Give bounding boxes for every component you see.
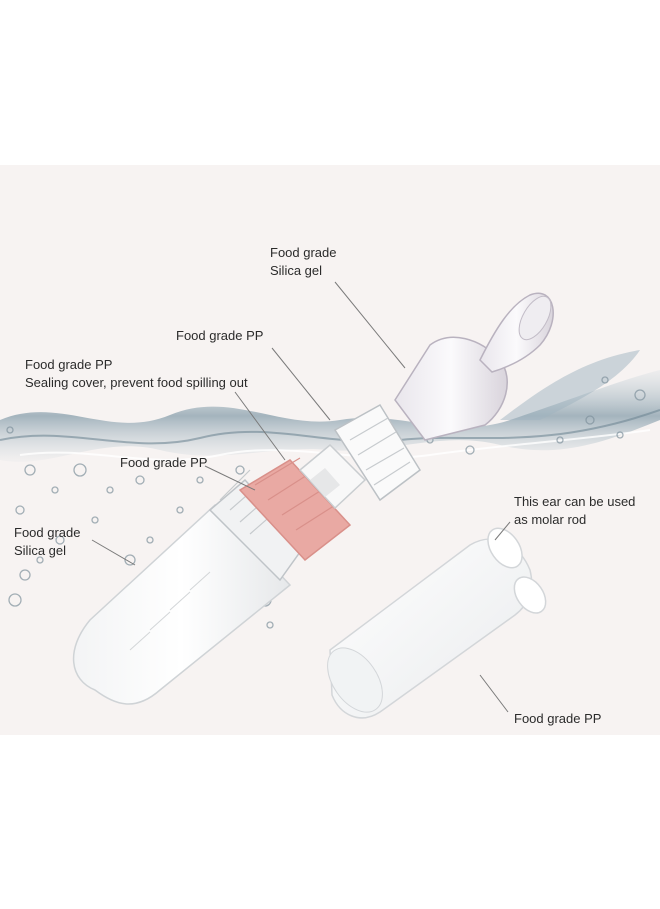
leader-cap	[479, 674, 509, 713]
leader-spoon	[334, 281, 406, 369]
leader-lines	[91, 281, 511, 713]
label-valve-line1: Food grade PP	[176, 328, 264, 343]
label-sealing-line2: Sealing cover, prevent food spilling out	[25, 375, 248, 390]
pink-collar	[238, 457, 352, 562]
leader-collar	[204, 465, 256, 491]
label-cap-line1: Food grade PP	[514, 711, 602, 726]
label-bottle-material: Food grade Silica gel	[14, 524, 81, 560]
label-ear-line1: This ear can be used	[514, 494, 636, 509]
label-ear-line2: as molar rod	[514, 512, 587, 527]
label-ear-note: This ear can be used as molar rod	[514, 493, 635, 529]
label-spoon-line1: Food grade	[270, 245, 337, 260]
leader-sealing	[234, 391, 286, 461]
label-sealing-cover: Food grade PP Sealing cover, prevent foo…	[25, 356, 248, 392]
label-bottle-line1: Food grade	[14, 525, 81, 540]
silicone-spoon	[394, 292, 554, 441]
silicone-bottle	[73, 469, 306, 705]
sealing-cover	[298, 443, 367, 510]
label-spoon-line2: Silica gel	[270, 263, 323, 278]
label-spoon-material: Food grade Silica gel	[270, 244, 337, 280]
outer-cap	[327, 527, 547, 719]
leader-ear	[494, 521, 511, 541]
leader-bottle	[91, 539, 136, 566]
label-cap-material: Food grade PP	[514, 710, 601, 728]
leader-valve	[271, 347, 331, 421]
label-sealing-line1: Food grade PP	[25, 357, 113, 372]
pp-valve	[333, 403, 421, 502]
label-collar-line1: Food grade PP	[120, 455, 208, 470]
label-valve-material: Food grade PP	[176, 327, 263, 345]
label-collar-material: Food grade PP	[120, 454, 207, 472]
label-bottle-line2: Silica gel	[14, 543, 67, 558]
